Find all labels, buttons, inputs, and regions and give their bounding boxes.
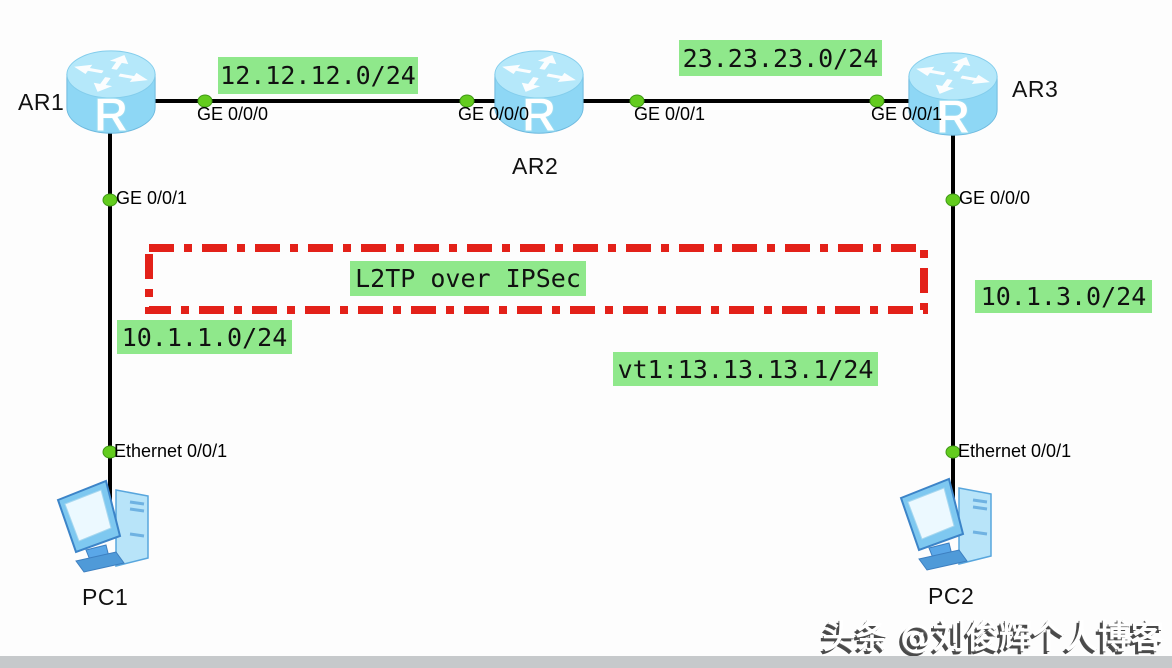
ar1-label: AR1: [18, 89, 65, 115]
ar2-label: AR2: [512, 153, 559, 179]
router-ar1-icon[interactable]: R: [62, 46, 160, 142]
router-glyph: R: [522, 88, 556, 141]
pc2-label: PC2: [928, 583, 975, 609]
if-label-ar3-ge001: GE 0/0/1: [871, 104, 943, 124]
router-ar3-icon[interactable]: R: [904, 48, 1002, 144]
network-label-10-1-3: 10.1.3.0/24: [975, 280, 1152, 313]
interface-dot: [459, 94, 475, 108]
router-glyph: R: [936, 90, 970, 143]
if-label-ar2-ge000: GE 0/0/0: [458, 104, 530, 124]
network-label-12-12-12: 12.12.12.0/24: [218, 57, 418, 94]
router-glyph: R: [94, 88, 128, 141]
network-label-23-23-23: 23.23.23.0/24: [679, 40, 882, 76]
interface-dot: [629, 94, 645, 108]
vt1-address-label: vt1:13.13.13.1/24: [613, 352, 878, 386]
network-label-10-1-1: 10.1.1.0/24: [117, 320, 292, 354]
ar3-label: AR3: [1012, 76, 1059, 102]
interface-dot: [102, 193, 118, 207]
interface-dot: [945, 445, 961, 459]
l2tp-tunnel-outline: [145, 244, 928, 314]
interface-dot: [945, 193, 961, 207]
pc1-icon[interactable]: [52, 476, 164, 576]
pc1-label: PC1: [82, 584, 129, 610]
router-ar2-icon[interactable]: R: [490, 46, 588, 142]
interface-dot: [869, 94, 885, 108]
if-label-ar3-ge000: GE 0/0/0: [959, 188, 1031, 208]
watermark-text: 头条 @刘俊辉个人博客: [822, 617, 1165, 656]
if-label-ar2-ge001: GE 0/0/1: [634, 104, 706, 124]
if-label-ar1-ge001: GE 0/0/1: [116, 188, 188, 208]
l2tp-over-ipsec-label: L2TP over IPSec: [350, 261, 586, 296]
interface-dots: [102, 94, 961, 459]
if-label-pc2-eth: Ethernet 0/0/1: [958, 441, 1072, 461]
bottom-strip: [0, 656, 1172, 668]
if-label-ar1-ge000: GE 0/0/0: [197, 104, 269, 124]
interface-dot: [197, 94, 213, 108]
pc2-icon[interactable]: [895, 474, 1007, 574]
if-label-pc1-eth: Ethernet 0/0/1: [114, 441, 228, 461]
interface-dot: [102, 445, 118, 459]
